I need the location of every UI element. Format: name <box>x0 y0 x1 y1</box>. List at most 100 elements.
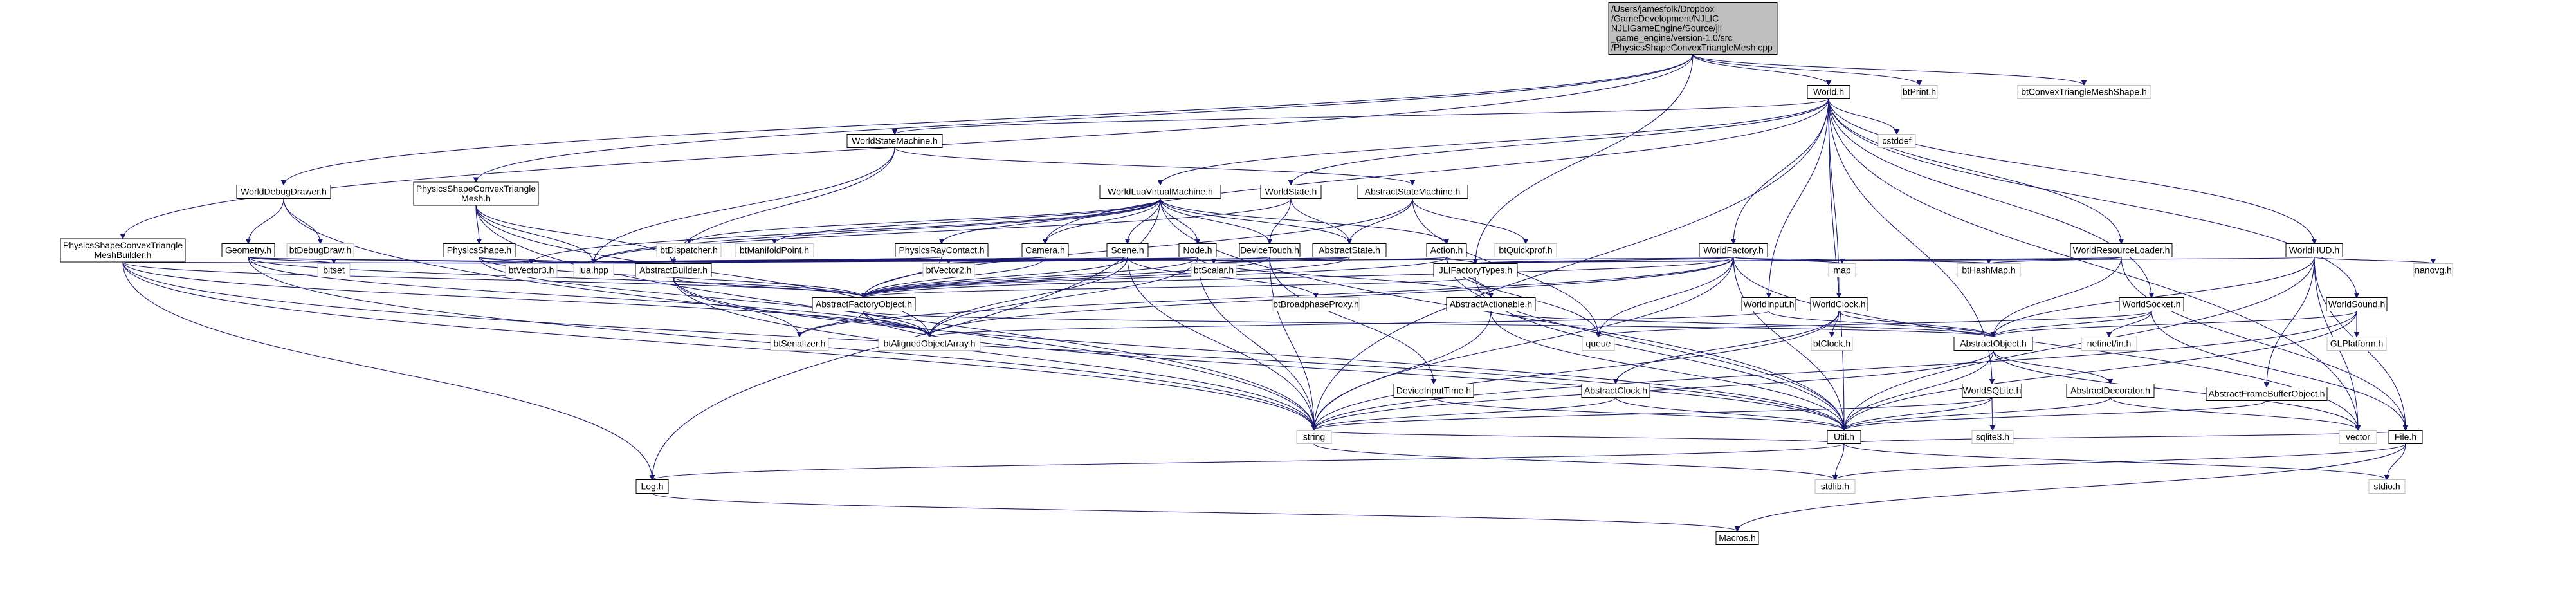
node-deviceTouch[interactable]: DeviceTouch.h <box>1239 243 1301 257</box>
node-box <box>735 243 814 257</box>
node-worldHUD[interactable]: WorldHUD.h <box>2285 243 2343 257</box>
edge-worldLuaVM-to-abstractState <box>1160 198 1350 244</box>
edge-worldResourceLoader-to-jliFactoryTypes <box>1475 256 2122 265</box>
arrowhead-abstractFactoryObject-to-btSerializer <box>796 332 803 338</box>
node-world[interactable]: World.h <box>1807 85 1850 99</box>
node-worldLuaVM[interactable]: WorldLuaVirtualMachine.h <box>1099 185 1221 199</box>
node-label: cstddef <box>1882 136 1911 146</box>
edge-util-to-file <box>1843 429 2406 445</box>
arrowhead-worldSocket-to-netinet <box>2106 332 2112 338</box>
edge-abstractActionable-to-string <box>1313 311 1492 431</box>
node-abstractObject[interactable]: AbstractObject.h <box>1953 337 2033 351</box>
node-label: btAlignedObjectArray.h <box>884 339 976 349</box>
arrowhead-root-to-btPrint <box>1916 80 1923 86</box>
node-worldState[interactable]: WorldState.h <box>1260 185 1322 199</box>
edge-worldSound-to-abstractObject <box>1993 311 2357 337</box>
node-label: Geometry.h <box>225 245 271 255</box>
node-abstractState[interactable]: AbstractState.h <box>1312 243 1387 257</box>
node-worldDebugDrawer[interactable]: WorldDebugDrawer.h <box>236 185 331 199</box>
node-box <box>1296 430 1332 444</box>
arrowhead-geometry-to-bitset <box>331 259 337 265</box>
arrowhead-action-to-abstractActionable <box>1488 293 1494 299</box>
node-box <box>1357 185 1468 199</box>
node-worldFactory[interactable]: WorldFactory.h <box>1699 243 1768 257</box>
node-jliFactoryTypes[interactable]: JLIFactoryTypes.h <box>1433 263 1518 277</box>
node-sqlite3: sqlite3.h <box>1971 430 2014 444</box>
node-worldSQLite[interactable]: WorldSQLite.h <box>1962 384 2022 398</box>
edge-root-to-world <box>1692 54 1829 86</box>
node-abstractDecorator[interactable]: AbstractDecorator.h <box>2066 384 2155 398</box>
edge-worldSQLite-to-string <box>1313 397 1993 431</box>
node-label: WorldInput.h <box>1743 299 1794 310</box>
node-label: btSerializer.h <box>774 339 826 349</box>
node-bitset: bitset <box>317 263 351 277</box>
node-worldSound[interactable]: WorldSound.h <box>2326 297 2388 311</box>
arrowhead-abstractStateMachine-to-btQuickprof <box>1522 239 1529 245</box>
node-worldResourceLoader[interactable]: WorldResourceLoader.h <box>2070 243 2173 257</box>
node-btScalar: btScalar.h <box>1191 263 1237 277</box>
arrowhead-scene-to-btVector3 <box>528 259 534 265</box>
node-physicsShape[interactable]: PhysicsShape.h <box>443 243 516 257</box>
node-camera[interactable]: Camera.h <box>1021 243 1069 257</box>
node-box <box>221 243 275 257</box>
node-box <box>2368 479 2406 494</box>
arrowhead-worldLuaVM-to-camera <box>1042 239 1048 245</box>
node-label: World.h <box>1813 87 1844 97</box>
edge-worldStateMachine-to-abstractBuilder <box>673 147 895 264</box>
edge-scene-to-btVector3 <box>531 256 1128 265</box>
node-abstractStateMachine[interactable]: AbstractStateMachine.h <box>1357 185 1468 199</box>
arrowhead-scene-to-btBroadphaseProxy <box>1313 293 1319 299</box>
node-worldClock[interactable]: WorldClock.h <box>1810 297 1868 311</box>
arrowhead-string-to-stdlib <box>1832 475 1838 481</box>
node-util[interactable]: Util.h <box>1827 430 1861 444</box>
node-abstractBuilder[interactable]: AbstractBuilder.h <box>635 263 712 277</box>
node-action[interactable]: Action.h <box>1426 243 1467 257</box>
node-deviceInputTime[interactable]: DeviceInputTime.h <box>1393 384 1474 398</box>
node-pscTMesh[interactable]: PhysicsShapeConvexTriangleMesh.h <box>413 181 539 206</box>
edge-abstractDecorator-to-util <box>1843 397 2111 431</box>
edge-world-to-worldHUD <box>1828 98 2315 244</box>
node-physicsRayContact[interactable]: PhysicsRayContact.h <box>895 243 989 257</box>
node-abstractFactoryObject[interactable]: AbstractFactoryObject.h <box>812 297 916 311</box>
edge-deviceTouch-to-deviceInputTime <box>1269 257 1434 384</box>
edge-abstractActionable-to-abstractObject <box>1490 311 1994 337</box>
node-box <box>443 243 516 257</box>
node-label: AbstractStateMachine.h <box>1365 187 1461 197</box>
node-label: WorldHUD.h <box>2289 245 2339 255</box>
node-label: AbstractDecorator.h <box>2070 385 2150 396</box>
node-abstractActionable[interactable]: AbstractActionable.h <box>1446 297 1536 311</box>
edge-root-to-btPrint <box>1692 54 1920 86</box>
node-box <box>2326 337 2387 351</box>
node-log[interactable]: Log.h <box>635 479 669 494</box>
edge-file-to-stdio <box>2386 443 2406 480</box>
node-file[interactable]: File.h <box>2388 430 2423 444</box>
node-worldInput[interactable]: WorldInput.h <box>1741 297 1796 311</box>
node-nanovg: nanovg.h <box>2413 263 2453 277</box>
node-worldSocket[interactable]: WorldSocket.h <box>2119 297 2184 311</box>
node-worldStateMachine[interactable]: WorldStateMachine.h <box>846 134 943 148</box>
arrowhead-world-to-cstddef <box>1894 129 1900 135</box>
node-label: btManifoldPoint.h <box>740 245 809 255</box>
arrowhead-worldSound-to-glplatform <box>2353 332 2360 338</box>
edge-nodeh-to-string <box>1197 257 1315 431</box>
arrowhead-abstractDecorator-to-vector <box>2355 425 2361 431</box>
node-stdlib: stdlib.h <box>1814 479 1856 494</box>
node-scene[interactable]: Scene.h <box>1106 243 1149 257</box>
node-box <box>812 297 916 311</box>
node-label: DeviceTouch.h <box>1240 245 1299 255</box>
node-root[interactable]: /Users/jamesfolk/Dropbox/GameDevelopment… <box>1608 2 1778 55</box>
nodes-layer: /Users/jamesfolk/Dropbox/GameDevelopment… <box>60 2 2453 545</box>
node-abstractClock[interactable]: AbstractClock.h <box>1581 384 1650 398</box>
node-abstractFrameBufferObject[interactable]: AbstractFrameBufferObject.h <box>2206 387 2328 401</box>
node-box <box>1807 85 1850 99</box>
node-macros[interactable]: Macros.h <box>1715 531 1759 545</box>
node-geometry[interactable]: Geometry.h <box>221 243 275 257</box>
edge-abstractFrameBufferObject-to-util <box>1843 400 2267 431</box>
arrowhead-worldDebugDrawer-to-btDebugDraw <box>317 239 324 245</box>
node-nodeh[interactable]: Node.h <box>1178 243 1217 257</box>
edge-worldState-to-deviceTouch <box>1269 198 1292 244</box>
arrowhead-worldStateMachine-to-abstractStateMachine <box>1409 180 1416 186</box>
node-label: AbstractFrameBufferObject.h <box>2208 389 2325 399</box>
arrowhead-jliFactoryTypes-to-abstractFactoryObject <box>861 293 867 299</box>
